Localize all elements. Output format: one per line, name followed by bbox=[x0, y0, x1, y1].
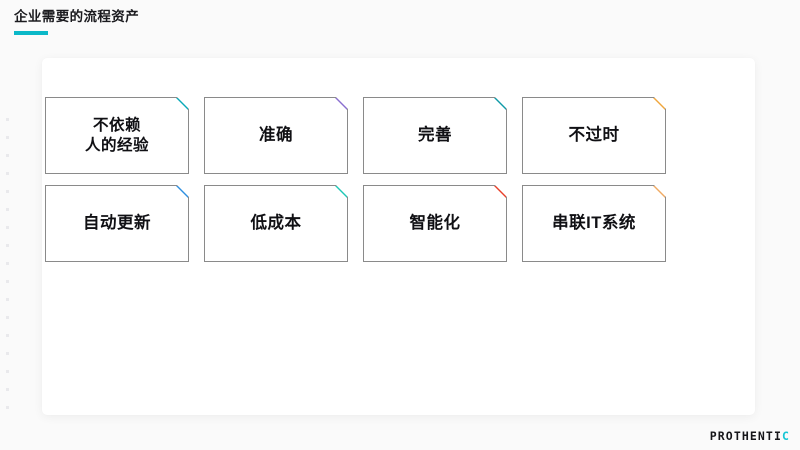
slide-header: 企业需要的流程资产 bbox=[14, 9, 414, 35]
asset-card[interactable]: 不依赖 人的经验 bbox=[45, 97, 189, 174]
folded-corner-icon bbox=[494, 186, 506, 198]
rail-dot bbox=[6, 334, 9, 337]
asset-card-label: 不过时 bbox=[568, 125, 620, 144]
rail-dot bbox=[6, 370, 9, 373]
rail-dot bbox=[6, 352, 9, 355]
folded-corner-icon bbox=[176, 98, 188, 110]
asset-card[interactable]: 不过时 bbox=[522, 97, 666, 174]
asset-card-label: 串联IT系统 bbox=[552, 213, 636, 232]
brand-logo-text: PROTHENTI bbox=[709, 429, 782, 443]
asset-card-label: 自动更新 bbox=[83, 213, 151, 232]
title-underline-accent bbox=[14, 30, 48, 35]
asset-card[interactable]: 准确 bbox=[204, 97, 348, 174]
rail-dot bbox=[6, 118, 9, 121]
folded-corner-edge bbox=[653, 173, 666, 186]
rail-dot bbox=[6, 388, 9, 391]
brand-logo: PROTHENTIC bbox=[710, 429, 790, 443]
folded-corner-edge bbox=[494, 173, 507, 186]
asset-card[interactable]: 完善 bbox=[363, 97, 507, 174]
asset-card-label: 不依赖 人的经验 bbox=[84, 116, 149, 154]
folded-corner-edge bbox=[176, 173, 189, 186]
card-row: 自动更新 低成本 智能化 串联IT系统 bbox=[45, 185, 669, 262]
left-dot-rail bbox=[0, 0, 18, 450]
rail-dot bbox=[6, 406, 9, 409]
rail-dot bbox=[6, 316, 9, 319]
rail-dot bbox=[6, 190, 9, 193]
card-row: 不依赖 人的经验 准确 完善 不过时 bbox=[45, 97, 669, 174]
rail-dot bbox=[6, 172, 9, 175]
brand-logo-accent: C bbox=[781, 429, 790, 443]
rail-dot bbox=[6, 244, 9, 247]
folded-corner-icon bbox=[494, 98, 506, 110]
rail-dot bbox=[6, 262, 9, 265]
rail-dot bbox=[6, 226, 9, 229]
folded-corner-edge bbox=[335, 173, 348, 186]
asset-card-label: 智能化 bbox=[409, 213, 461, 232]
asset-card[interactable]: 智能化 bbox=[363, 185, 507, 262]
rail-dot bbox=[6, 154, 9, 157]
asset-card-label: 低成本 bbox=[250, 213, 302, 232]
process-asset-card-grid: 不依赖 人的经验 准确 完善 不过时自动更新 低成本 智能化 串联IT系统 bbox=[45, 97, 669, 262]
rail-dot bbox=[6, 136, 9, 139]
page-title: 企业需要的流程资产 bbox=[14, 9, 140, 24]
folded-corner-icon bbox=[176, 186, 188, 198]
asset-card[interactable]: 串联IT系统 bbox=[522, 185, 666, 262]
folded-corner-icon bbox=[335, 186, 347, 198]
asset-card-label: 完善 bbox=[418, 125, 452, 144]
rail-dot bbox=[6, 208, 9, 211]
asset-card[interactable]: 自动更新 bbox=[45, 185, 189, 262]
asset-card-label: 准确 bbox=[259, 125, 293, 144]
folded-corner-icon bbox=[653, 186, 665, 198]
rail-dot bbox=[6, 298, 9, 301]
folded-corner-icon bbox=[335, 98, 347, 110]
rail-dot bbox=[6, 280, 9, 283]
folded-corner-icon bbox=[653, 98, 665, 110]
asset-card[interactable]: 低成本 bbox=[204, 185, 348, 262]
